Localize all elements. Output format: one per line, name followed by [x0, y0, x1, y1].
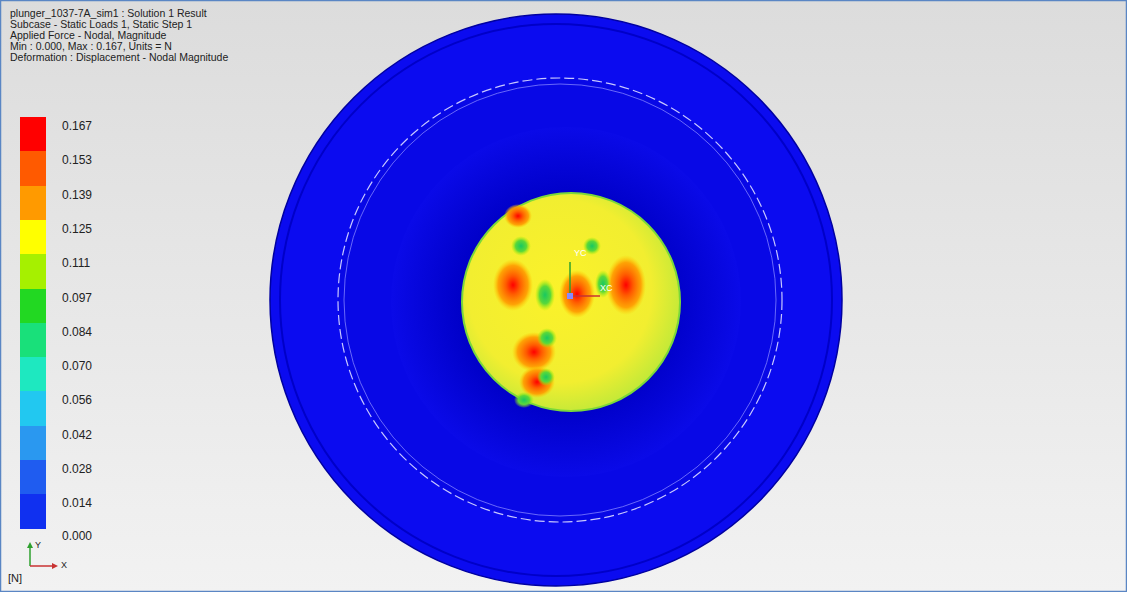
plunger-model [270, 14, 842, 586]
legend-swatch [20, 460, 46, 495]
legend-value: 0.084 [62, 327, 92, 338]
legend-swatch [20, 117, 46, 152]
legend-swatch [20, 289, 46, 324]
legend-value: 0.111 [62, 258, 90, 269]
axis-label: X [61, 560, 67, 571]
legend-value: 0.153 [62, 155, 92, 166]
legend-value: 0.070 [62, 361, 92, 372]
legend-swatch [20, 494, 46, 529]
header-line: Deformation : Displacement - Nodal Magni… [10, 52, 228, 63]
legend-value: 0.167 [62, 121, 92, 132]
legend-swatch [20, 254, 46, 289]
header-line: Applied Force - Nodal, Magnitude [10, 30, 166, 41]
legend-swatch [20, 391, 46, 426]
legend-swatch [20, 220, 46, 255]
view-triad [27, 542, 58, 569]
legend-value: 0.125 [62, 224, 92, 235]
header-line: Subcase - Static Loads 1, Static Step 1 [10, 19, 192, 30]
legend-value: 0.056 [62, 395, 92, 406]
work-triad [567, 262, 600, 299]
legend-swatch [20, 357, 46, 392]
axis-label: Y [35, 540, 41, 551]
legend-value: 0.042 [62, 430, 92, 441]
legend-swatch [20, 426, 46, 461]
legend-swatch [20, 323, 46, 358]
legend-value: 0.028 [62, 464, 92, 475]
result-title: plunger_1037-7A_sim1 : Solution 1 Result [10, 8, 207, 19]
axis-label: YC [574, 248, 587, 259]
axis-label: XC [600, 283, 613, 294]
legend-swatch [20, 151, 46, 186]
legend-value: 0.000 [62, 531, 92, 542]
legend-value: 0.097 [62, 293, 92, 304]
unit-label: [N] [8, 573, 22, 584]
header-line: Min : 0.000, Max : 0.167, Units = N [10, 41, 172, 52]
legend-swatch [20, 186, 46, 221]
legend-value: 0.139 [62, 190, 92, 201]
legend-value: 0.014 [62, 498, 92, 509]
